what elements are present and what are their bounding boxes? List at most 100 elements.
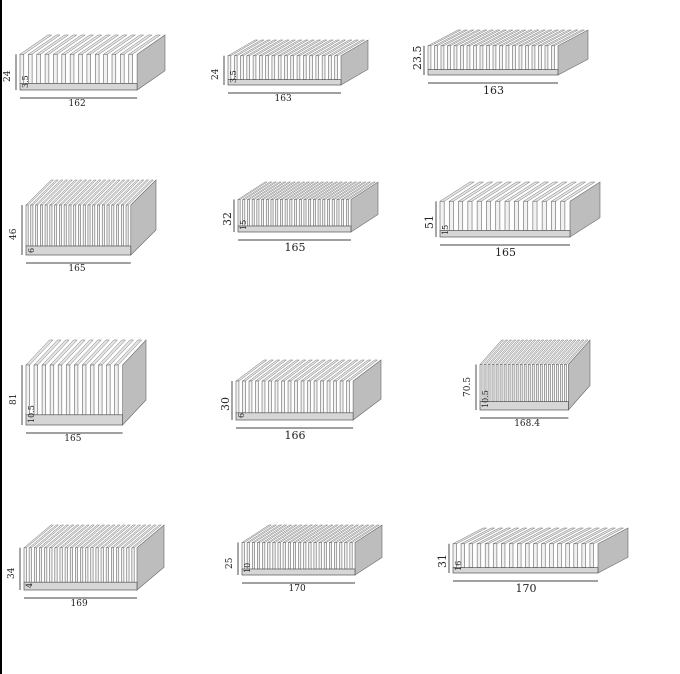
- fin: [63, 204, 67, 247]
- fin: [328, 55, 332, 80]
- fin: [329, 542, 332, 570]
- fin: [39, 204, 43, 247]
- fin: [492, 543, 498, 568]
- base-plate: [23, 581, 138, 591]
- fin: [111, 547, 114, 583]
- fin: [94, 53, 100, 84]
- fin: [116, 547, 120, 583]
- fin: [35, 204, 38, 247]
- fin: [581, 543, 586, 568]
- fin: [82, 204, 86, 247]
- fin: [78, 53, 83, 84]
- fin: [531, 364, 535, 402]
- fin: [345, 199, 349, 227]
- side-face: [136, 524, 165, 591]
- fin: [303, 542, 307, 570]
- side-face: [136, 34, 166, 91]
- width-label: 166: [284, 429, 306, 442]
- height-label: 24: [3, 70, 13, 83]
- fin: [334, 542, 338, 570]
- fin: [272, 542, 276, 570]
- fin: [296, 55, 301, 80]
- fin: [54, 204, 58, 247]
- fin: [248, 380, 253, 414]
- fin: [73, 204, 77, 247]
- fin: [246, 55, 250, 80]
- fin: [53, 53, 58, 84]
- height-label: 81: [9, 393, 19, 405]
- heatsink-drawing: [21, 339, 147, 434]
- width-label: 165: [68, 264, 86, 274]
- fin: [69, 547, 73, 583]
- fin: [121, 547, 125, 583]
- base-plate: [227, 79, 342, 86]
- fin: [467, 200, 473, 231]
- fin: [33, 547, 37, 583]
- fin: [294, 199, 297, 227]
- fin: [87, 204, 91, 247]
- fin: [49, 364, 55, 416]
- fin: [468, 543, 474, 568]
- base-plate: [237, 225, 352, 233]
- fin: [86, 53, 91, 84]
- width-label: 163: [274, 94, 292, 104]
- fin: [41, 364, 47, 416]
- base-plate: [452, 567, 599, 574]
- fin: [252, 55, 257, 80]
- heatsink-drawing: [423, 29, 589, 84]
- base-thickness-label: 4: [25, 582, 34, 588]
- fin: [274, 380, 279, 414]
- fin: [240, 55, 244, 80]
- fin: [557, 543, 562, 568]
- fin: [284, 55, 288, 80]
- fin: [535, 364, 539, 402]
- base-plate: [25, 245, 132, 256]
- fin: [476, 543, 482, 568]
- fin: [513, 200, 519, 231]
- width-label: 165: [495, 246, 516, 259]
- fin: [309, 55, 313, 80]
- base-plate: [25, 414, 123, 426]
- side-face: [557, 29, 589, 76]
- height-label: 51: [423, 215, 436, 230]
- fin: [280, 199, 283, 227]
- fin: [495, 200, 501, 231]
- fin: [565, 543, 570, 568]
- fin: [298, 542, 302, 570]
- base-thickness-label: 15: [239, 219, 248, 230]
- fin: [503, 364, 507, 402]
- fin: [265, 199, 269, 227]
- fin: [36, 53, 41, 84]
- base-thickness-label: 10.5: [27, 405, 36, 423]
- fin: [28, 547, 32, 583]
- width-label: 163: [483, 84, 504, 97]
- base-thickness-label: 3.5: [21, 75, 30, 88]
- fin: [533, 543, 538, 568]
- width-label: 170: [515, 582, 537, 595]
- heatsink-drawing: [21, 179, 157, 264]
- fin: [271, 55, 276, 80]
- fin: [100, 547, 104, 583]
- width-label: 165: [284, 241, 306, 254]
- height-label: 25: [225, 557, 235, 569]
- fin: [49, 204, 53, 247]
- fin: [59, 547, 63, 583]
- base-thickness-label: 3.5: [229, 70, 238, 83]
- fin: [525, 45, 529, 70]
- base-plate: [235, 412, 354, 421]
- base-plate: [241, 568, 356, 576]
- fin: [589, 543, 594, 568]
- fin: [517, 543, 522, 568]
- side-face: [569, 181, 601, 238]
- fin: [120, 53, 125, 84]
- fin: [126, 547, 130, 583]
- fin: [551, 45, 555, 70]
- fin: [270, 199, 274, 227]
- fin: [64, 547, 68, 583]
- base-thickness-label: 6: [27, 247, 36, 253]
- fin: [523, 364, 527, 402]
